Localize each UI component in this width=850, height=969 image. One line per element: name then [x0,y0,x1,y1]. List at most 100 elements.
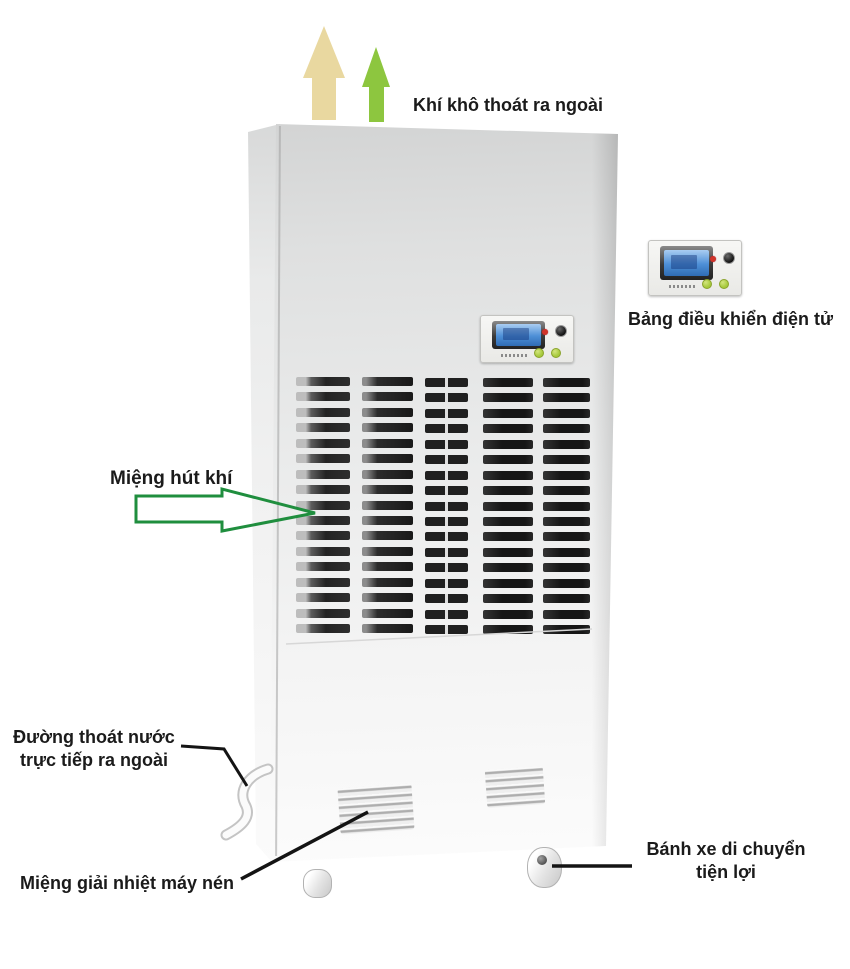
grille-slat [483,455,533,465]
label-wheels-line2: tiện lợi [696,861,756,882]
grille-slat [543,532,590,542]
drain-leader-line [180,744,249,787]
grille-slat [543,393,590,403]
intake-grille-column [296,377,350,633]
lcd-bezel [492,320,546,350]
grille-slat [543,609,590,619]
grille-slat [296,377,350,386]
grille-slat [483,470,533,480]
grille-slat [425,393,468,403]
grille-slat [362,624,413,633]
grille-slat [296,407,350,417]
grille-slat [483,578,533,588]
grille-slat [543,625,590,634]
grille-slat [425,594,468,604]
grille-slat [543,578,590,588]
grille-slat [483,532,533,542]
grille-slat [362,515,413,525]
label-water-drain: Đường thoát nước trực tiếp ra ngoài [8,726,180,771]
grille-slat [483,501,533,511]
grille-slat [296,392,350,402]
label-control-panel: Bảng điều khiển điện tử [628,309,834,329]
grille-slat [425,424,468,434]
grille-slat [425,532,468,542]
grille-slat [296,469,350,479]
grille-slat [543,470,590,480]
grille-slat [543,408,590,418]
grille-slat [425,486,468,496]
grille-slat [543,516,590,526]
label-water-drain-line2: trực tiếp ra ngoài [19,749,169,770]
grille-slat [483,594,533,604]
grille-slat [425,501,468,511]
grille-slat [483,516,533,526]
grille-slat [543,501,590,511]
grille-slat [543,378,590,387]
grille-slat [296,593,350,603]
grille-slat [543,455,590,465]
intake-grille-column [362,377,413,633]
grille-slat [543,594,590,604]
panel-button [718,278,729,289]
grille-slat [296,454,350,464]
grille-slat [296,562,350,572]
grille-slat [296,546,350,556]
grille-slat [296,423,350,433]
grille-slat [362,407,413,417]
grille-slat [483,547,533,557]
lcd-digits [503,327,529,340]
grille-slat [483,424,533,434]
up-arrow-tan-icon [303,26,345,120]
grille-slat [425,455,468,465]
label-water-drain-line1: Đường thoát nước [13,727,175,747]
grille-slat [362,392,413,402]
grille-slat [362,531,413,541]
grille-slat [296,608,350,618]
power-knob [722,251,735,264]
grille-slat [425,563,468,573]
grille-slat [296,531,350,541]
grille-slat [483,486,533,496]
label-air-intake: Miệng hút khí [110,468,233,489]
label-wheels-line1: Bánh xe di chuyển [646,839,806,859]
grille-slat [425,578,468,588]
caster-wheel-right [527,847,562,888]
grille-slat [543,486,590,496]
grille-slat [362,423,413,433]
grille-slat [296,515,350,525]
indicator-light-icon [541,328,548,335]
panel-button [550,348,561,359]
grille-slat [362,562,413,572]
grille-slat [362,454,413,464]
lcd-bezel [660,246,714,280]
grille-slat [483,563,533,573]
grille-slat [425,408,468,418]
grille-slat [483,378,533,387]
grille-slat [425,609,468,619]
grille-slat [483,609,533,619]
grille-slat [483,625,533,634]
grille-slat [362,377,413,386]
grille-slat [296,500,350,510]
lcd-screen [664,250,710,276]
grille-slat [362,500,413,510]
control-panel-on-unit [480,315,574,363]
intake-grille-column [425,378,468,634]
label-dry-air-outlet: Khí khô thoát ra ngoài [413,95,604,115]
grille-slat [483,439,533,449]
control-panel-enlarged [648,240,742,296]
grille-slat [425,547,468,557]
intake-grille-column [483,378,533,634]
label-wheels: Bánh xe di chuyển tiện lợi [645,838,807,883]
indicator-light-icon [709,256,716,263]
up-arrow-green-icon [362,47,390,122]
grille-slat [296,485,350,495]
grille-slat [362,485,413,495]
grille-slat [425,378,468,387]
grille-slat [362,469,413,479]
panel-caption-text [669,285,697,289]
grille-slat [483,393,533,403]
power-knob [554,325,567,338]
grille-slat [425,439,468,449]
